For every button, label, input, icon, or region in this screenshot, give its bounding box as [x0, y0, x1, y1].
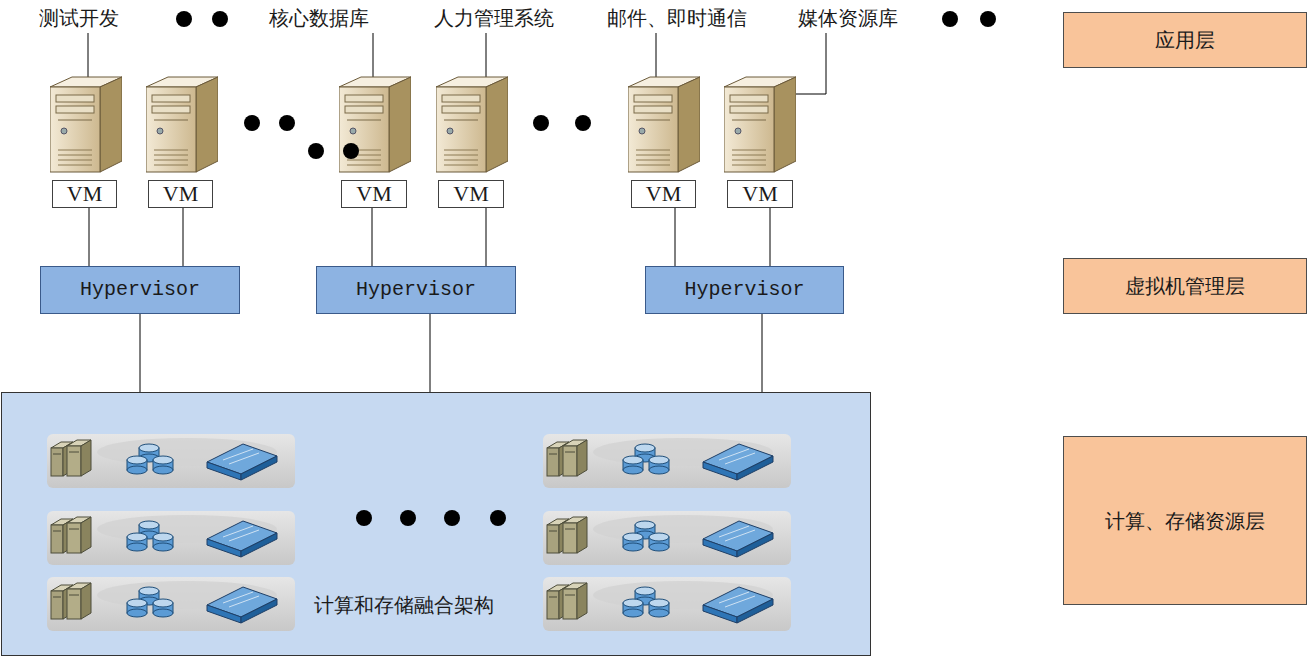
connector-line	[770, 208, 771, 266]
layer-box: 虚拟机管理层	[1063, 258, 1307, 314]
connector-line	[183, 208, 184, 266]
node-text: VM	[67, 181, 102, 207]
node-text: VM	[646, 181, 681, 207]
hypervisor-box: Hypervisor	[40, 266, 240, 314]
node-text: VM	[742, 181, 777, 207]
node-text: 计算和存储融合架构	[312, 593, 496, 617]
node-text: Hypervisor	[684, 278, 804, 302]
layer-box: 计算、存储资源层	[1063, 436, 1307, 605]
node-text: Hypervisor	[80, 278, 200, 302]
vm-box: VM	[727, 180, 793, 208]
connector-line	[140, 314, 141, 392]
node-text: VM	[453, 181, 488, 207]
app-label: 邮件、即时通信	[606, 6, 748, 30]
node-text: Hypervisor	[356, 278, 476, 302]
vm-box: VM	[148, 180, 213, 208]
node-text: 应用层	[1155, 28, 1215, 52]
node-text: 虚拟机管理层	[1125, 274, 1245, 298]
resource-panel: 计算和存储融合架构	[1, 392, 871, 656]
vm-box: VM	[52, 180, 117, 208]
app-label: 测试开发	[38, 6, 120, 30]
connector-line	[762, 314, 763, 392]
vm-box: VM	[341, 180, 407, 208]
connector-line	[430, 314, 431, 392]
connector-line	[89, 208, 90, 266]
vm-box: VM	[438, 180, 504, 208]
app-label: 核心数据库	[268, 6, 370, 30]
app-label: 媒体资源库	[797, 6, 899, 30]
app-label: 人力管理系统	[433, 6, 555, 30]
vm-box: VM	[631, 180, 696, 208]
node-text: VM	[356, 181, 391, 207]
node-text: VM	[163, 181, 198, 207]
hypervisor-box: Hypervisor	[645, 266, 844, 314]
connector-line	[486, 208, 487, 266]
connector-line	[372, 208, 373, 266]
hypervisor-box: Hypervisor	[316, 266, 516, 314]
layer-box: 应用层	[1063, 12, 1307, 68]
connector-line	[675, 208, 676, 266]
node-text: 计算、存储资源层	[1105, 509, 1265, 533]
